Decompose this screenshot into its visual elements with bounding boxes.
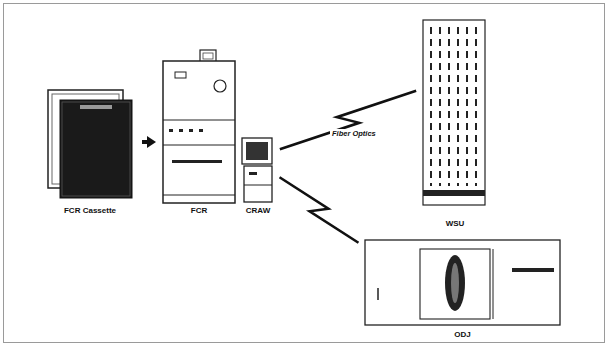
- frame-border: [4, 4, 605, 343]
- device-label: WSU: [445, 219, 466, 229]
- wsu-tower-drawing: [423, 20, 485, 205]
- device-label: CRAW: [245, 206, 271, 216]
- fiber-link: [280, 91, 416, 149]
- cassette-node: FCR Cassette: [40, 85, 140, 216]
- craw-node: CRAW: [238, 134, 278, 216]
- wsu-node: WSU: [418, 18, 492, 229]
- edge-label-holder: Fiber Optics: [330, 122, 378, 140]
- fcr-machine-drawing: [163, 50, 235, 203]
- fiber-link: [280, 177, 359, 242]
- craw-console-drawing: [242, 138, 272, 202]
- odj-node: ODJ: [360, 234, 565, 340]
- device-label: FCR: [190, 206, 208, 216]
- odj-unit-drawing: [365, 240, 560, 325]
- flow-arrow: [142, 136, 156, 148]
- cassette-drawing: [48, 90, 132, 198]
- device-label: FCR Cassette: [63, 206, 117, 216]
- edge-label: Fiber Optics: [330, 129, 378, 138]
- fcr-node: FCR: [158, 48, 240, 216]
- device-label: ODJ: [453, 330, 471, 340]
